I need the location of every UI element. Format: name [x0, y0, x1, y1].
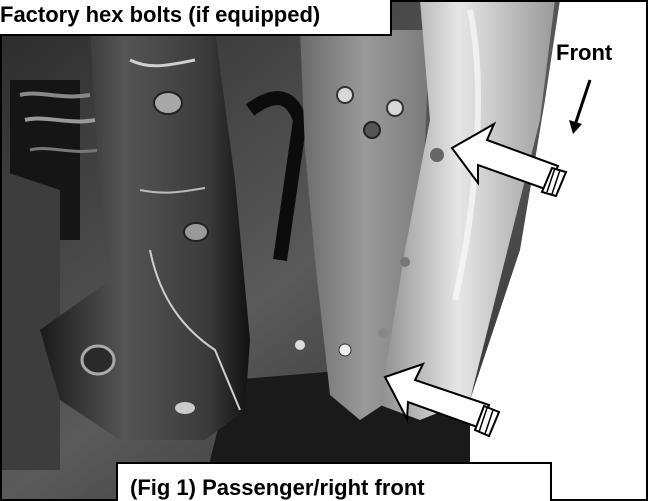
lower-pointer-arrow [383, 362, 501, 438]
upper-pointer-arrow [450, 121, 568, 198]
front-direction-label: Front [556, 40, 613, 65]
front-direction-arrow [569, 79, 592, 134]
figure-caption: (Fig 1) Passenger/right front [116, 462, 552, 501]
bolt-callout-label: Factory hex bolts (if equipped) [0, 0, 392, 36]
